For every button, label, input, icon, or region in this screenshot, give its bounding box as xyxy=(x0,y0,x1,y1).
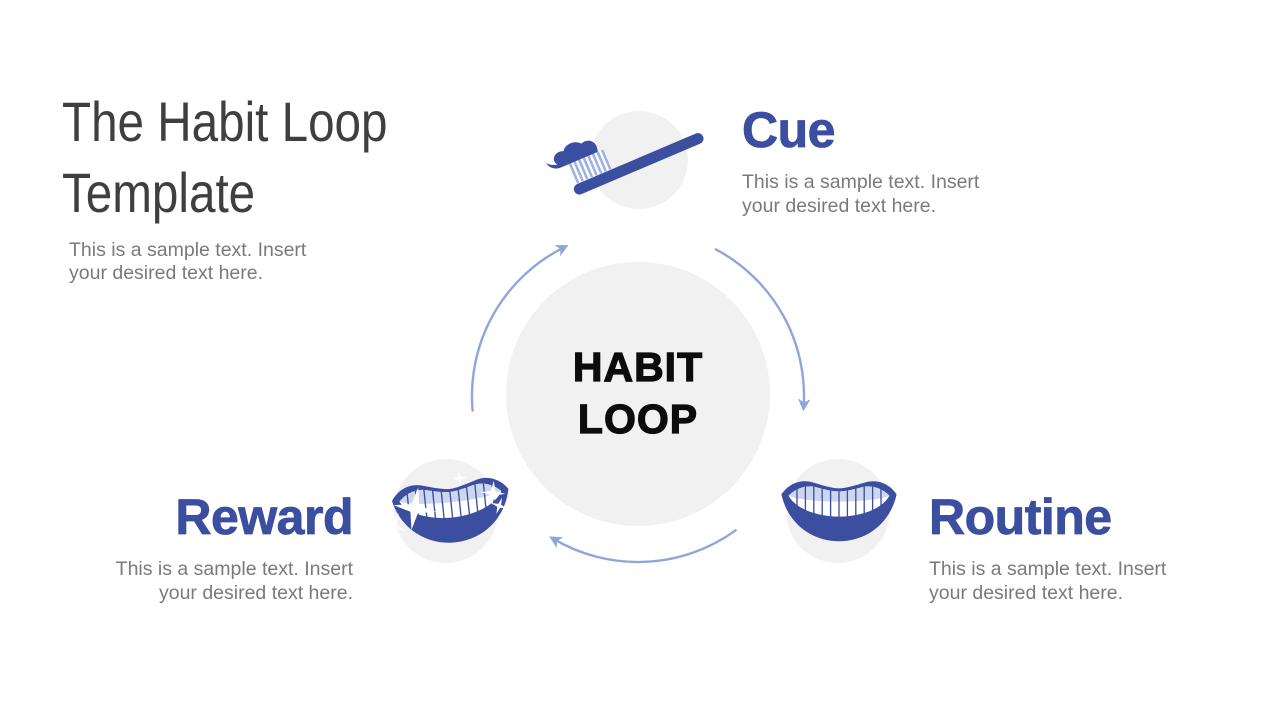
page-title: The Habit Loop Template xyxy=(62,86,387,228)
center-label: HABIT LOOP xyxy=(572,343,704,442)
step-description-reward: This is a sample text. Insert your desir… xyxy=(115,558,353,604)
toothbrush-icon xyxy=(545,133,704,195)
step-label-routine: Routine xyxy=(929,489,1113,546)
habit-loop-circle xyxy=(506,262,770,526)
step-label-reward: Reward xyxy=(175,489,354,546)
step-description-cue: This is a sample text. Insert your desir… xyxy=(742,171,980,217)
toothbrush-bristle-stripes xyxy=(568,149,612,184)
arrow-routine-to-reward xyxy=(549,529,737,564)
step-description-routine: This is a sample text. Insert your desir… xyxy=(929,558,1167,604)
page-title-line1: The Habit Loop xyxy=(62,90,388,153)
page-subtitle: This is a sample text. Insert your desir… xyxy=(69,239,307,284)
page-title-line2: Template xyxy=(62,161,256,224)
cycle-arrows xyxy=(470,245,811,564)
arrow-reward-to-cue xyxy=(470,245,569,412)
toothbrush-handle xyxy=(573,133,704,195)
toothpaste-blob xyxy=(545,140,598,169)
arrow-cue-to-routine xyxy=(714,248,811,412)
step-label-cue: Cue xyxy=(742,102,836,159)
